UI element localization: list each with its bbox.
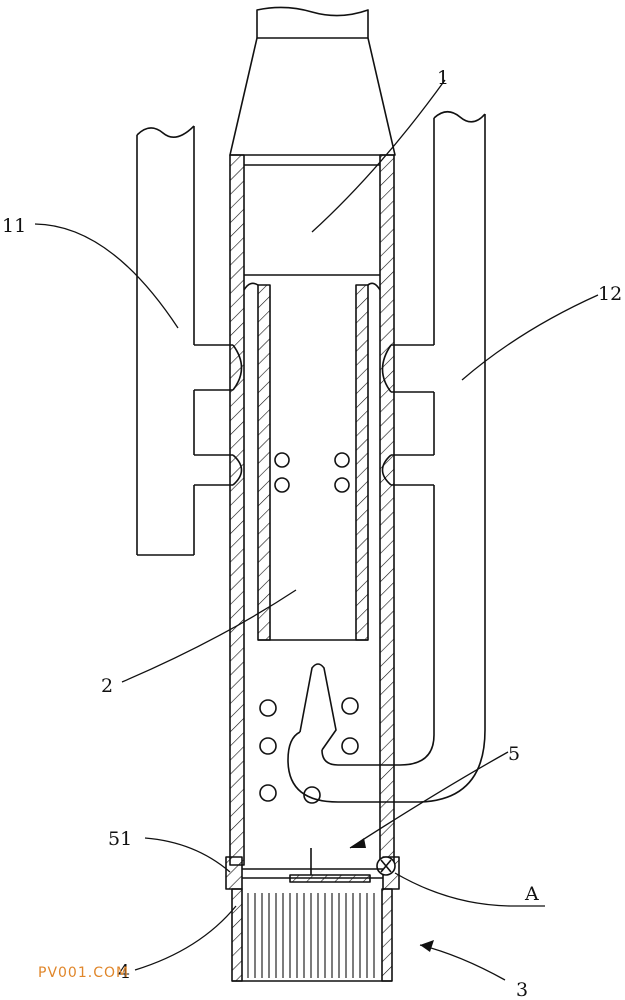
label-1: 1 (437, 67, 449, 89)
part-1-insert (244, 164, 380, 276)
label-51: 51 (108, 828, 132, 850)
top-pipe (229, 6, 396, 156)
arrowhead-3 (420, 940, 434, 952)
label-3: 3 (516, 979, 528, 1000)
part-2-inner-tube (243, 282, 381, 641)
part-4-slotted-tube (231, 888, 393, 982)
watermark: PV001.COM (38, 965, 129, 981)
main-tube (229, 154, 395, 866)
arrowhead-5 (350, 838, 366, 848)
vent-holes (259, 697, 359, 804)
label-A: A (524, 883, 539, 905)
label-5: 5 (508, 743, 520, 765)
part-12-right-pipe (287, 110, 486, 803)
label-4: 4 (118, 961, 130, 983)
part-5-seal-assembly (225, 848, 400, 890)
label-2: 2 (101, 675, 113, 697)
label-12: 12 (598, 283, 622, 305)
label-11: 11 (2, 215, 26, 237)
part-11-left-pipe (136, 125, 243, 556)
